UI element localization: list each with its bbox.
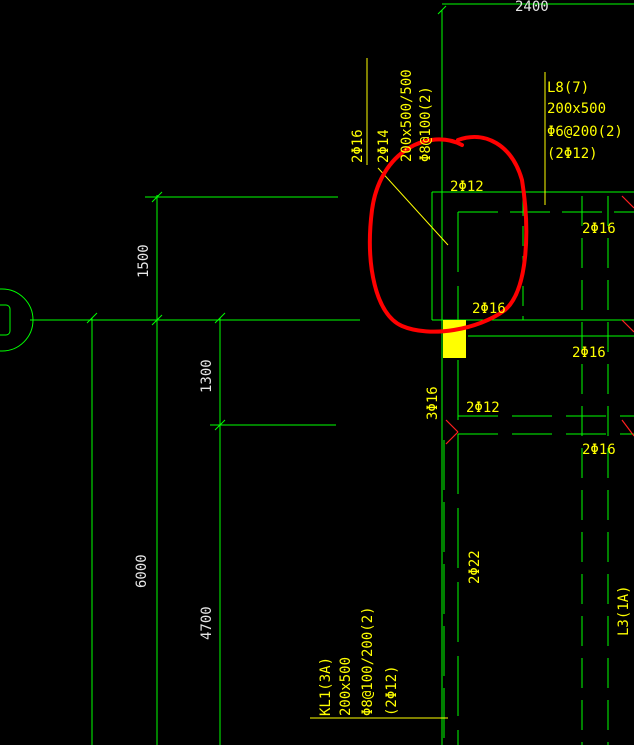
rebar-label: 2Φ16 [582,442,616,458]
dimension-tick [151,314,163,326]
dimension-text-4700: 4700 [199,606,215,640]
rebar-label-vertical: 2Φ22 [467,550,483,584]
leader-lines [310,58,546,719]
rebar-ends [445,195,634,445]
rebar-label: 2Φ16 [572,345,606,361]
beam-kl1-top-bars: (2Φ12) [384,665,400,716]
rebar-label: 2Φ12 [450,179,484,195]
highlight-marker [443,320,466,358]
rebar-tick [621,195,634,209]
dimension-text-1300: 1300 [199,359,215,393]
structural-lines [0,3,634,745]
dimension-text-6000: 6000 [134,554,150,588]
beam-kl1-size: 200x500 [338,657,354,716]
beam-tilted-size: 200x500/500 [399,69,415,162]
rebar-tick [621,419,634,437]
beam-l8-name: L8(7) [547,80,589,96]
beam-l8-top-bars: (2Φ12) [547,146,598,162]
leader-line [377,167,449,246]
dimension-tick [437,5,447,15]
dimension-text-top: 2400 [515,0,549,15]
axis-bubble-mark [0,304,11,336]
beam-tilted-bars-a: 2Φ16 [350,129,366,163]
rebar-tick [445,419,459,433]
beam-l8-stirrup: Φ6@200(2) [547,124,623,140]
rebar-tick [621,319,634,333]
dimension-tick [214,312,226,324]
beam-kl1-stirrup: Φ8@100/200(2) [360,606,376,716]
rebar-label: 2Φ16 [582,221,616,237]
dimension-tick [151,191,163,203]
beam-l8-size: 200x500 [547,101,606,117]
rebar-label: 2Φ16 [472,301,506,317]
rebar-tick [445,431,459,445]
dimension-tick [86,312,98,324]
beam-l3-name: L3(1A) [616,585,632,636]
rebar-label-vertical: 3Φ16 [425,386,441,420]
beam-tilted-stirrup: Φ8@100(2) [418,86,434,162]
dimension-text-1500: 1500 [136,244,152,278]
markup-circle [367,134,529,334]
beam-tilted-bars-b: 2Φ14 [376,129,392,163]
rebar-label: 2Φ12 [466,400,500,416]
beam-kl1-name: KL1(3A) [318,657,334,716]
axis-bubble [0,288,34,352]
dimension-tick [214,419,226,431]
